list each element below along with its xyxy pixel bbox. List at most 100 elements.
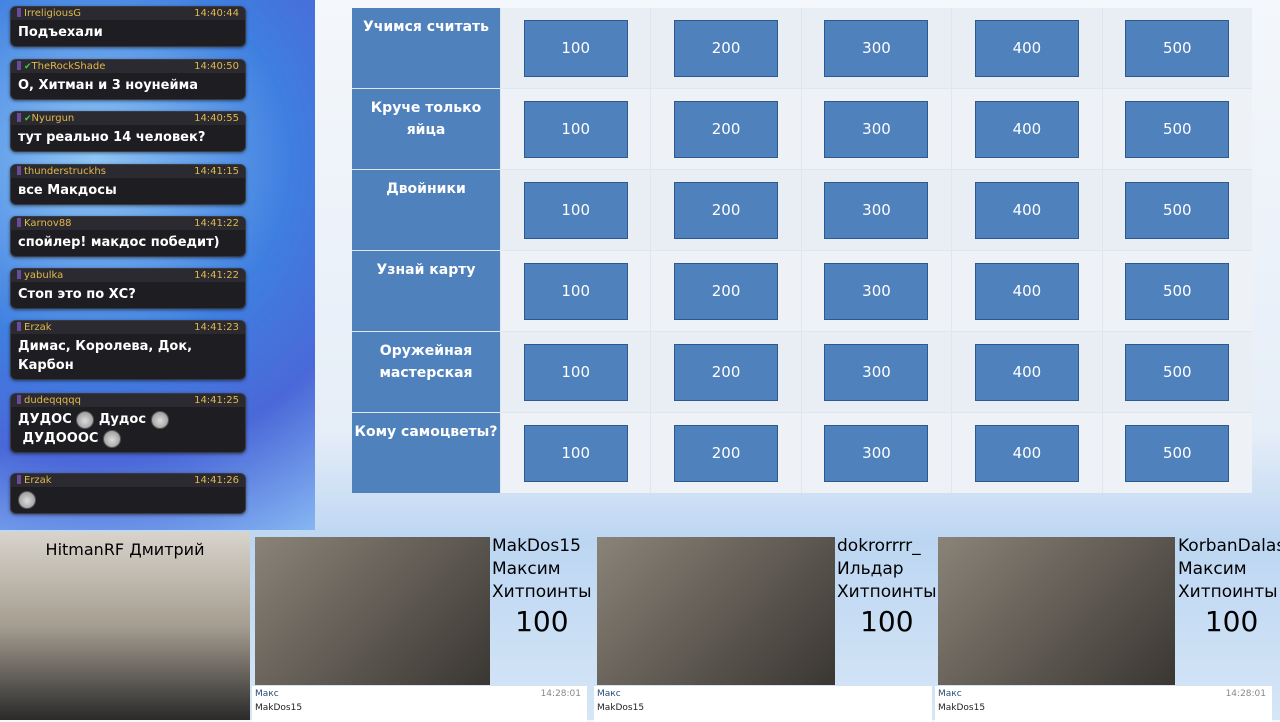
chat-username: ✔TheRockShade <box>17 61 105 72</box>
board-cell: 300 <box>801 251 952 331</box>
question-button[interactable]: 500 <box>1125 424 1230 482</box>
score-label: Хитпоинты <box>837 582 937 602</box>
question-button[interactable]: 300 <box>824 424 929 482</box>
question-button[interactable]: 400 <box>974 19 1079 77</box>
chat-username: thunderstruckhs <box>17 166 106 177</box>
question-button[interactable]: 200 <box>674 181 779 239</box>
player-webcam <box>597 537 835 685</box>
emote-icon <box>18 490 36 509</box>
chat-username: yabulka <box>17 270 63 281</box>
chat-message: thunderstruckhs 14:41:15 все Макдосы <box>10 164 246 205</box>
host-webcam: HitmanRF Дмитрий <box>0 532 250 720</box>
board-cell: 400 <box>952 8 1102 88</box>
score-label: Хитпоинты <box>492 582 592 602</box>
question-button[interactable]: 100 <box>523 19 628 77</box>
emote-icon <box>102 429 121 448</box>
board-cell: 200 <box>651 332 801 412</box>
category-label: Круче только яйца <box>352 89 500 169</box>
message-text: ДУДОС <box>18 412 72 427</box>
question-button[interactable]: 400 <box>974 181 1079 239</box>
question-button[interactable]: 500 <box>1125 181 1230 239</box>
question-button[interactable]: 400 <box>974 343 1079 401</box>
board-cell: 400 <box>952 332 1102 412</box>
board-cell: 200 <box>651 170 801 250</box>
category-label: Учимся считать <box>352 8 500 88</box>
board-cell: 100 <box>501 8 651 88</box>
board-cell: 500 <box>1102 251 1252 331</box>
player-nick: KorbanDalas <box>1178 536 1280 556</box>
board-cell: 100 <box>501 413 651 493</box>
question-button[interactable]: 500 <box>1125 19 1230 77</box>
chat-username: Erzak <box>17 322 52 333</box>
question-button[interactable]: 500 <box>1125 262 1230 320</box>
question-button[interactable]: 300 <box>824 262 929 320</box>
message-text: все Макдосы <box>18 183 117 198</box>
question-button[interactable]: 100 <box>523 100 628 158</box>
question-button[interactable]: 200 <box>674 343 779 401</box>
chat-time: 14:41:23 <box>194 322 239 333</box>
category-label: Кому самоцветы? <box>352 413 500 493</box>
player-name: Максим <box>492 559 561 579</box>
question-button[interactable]: 300 <box>824 181 929 239</box>
board-cell: 100 <box>501 251 651 331</box>
board-cell: 200 <box>651 8 801 88</box>
question-button[interactable]: 100 <box>523 424 628 482</box>
chat-username: IrreligiousG <box>17 8 81 19</box>
board-cell: 500 <box>1102 413 1252 493</box>
board-cell: 300 <box>801 332 952 412</box>
category-label: Оружейная мастерская <box>352 332 500 412</box>
question-button[interactable]: 100 <box>523 262 628 320</box>
player-score: 100 <box>1204 605 1259 638</box>
question-button[interactable]: 400 <box>974 424 1079 482</box>
board-cell: 100 <box>501 332 651 412</box>
chat-time: 14:41:15 <box>194 166 239 177</box>
chat-time: 14:41:26 <box>194 475 239 486</box>
category-label: Двойники <box>352 170 500 250</box>
message-text: ДУДОООС <box>22 431 99 446</box>
board-cell: 300 <box>801 170 952 250</box>
question-button[interactable]: 200 <box>674 262 779 320</box>
message-text: Дудос <box>98 412 147 427</box>
question-button[interactable]: 200 <box>674 424 779 482</box>
message-text: спойлер! макдос победит) <box>18 235 220 250</box>
question-button[interactable]: 100 <box>523 181 628 239</box>
board-cell: 200 <box>651 89 801 169</box>
board-cell: 300 <box>801 8 952 88</box>
board-cell: 400 <box>952 251 1102 331</box>
board-cell: 300 <box>801 89 952 169</box>
question-button[interactable]: 200 <box>674 19 779 77</box>
board-cell: 400 <box>952 413 1102 493</box>
check-badge-icon: ✔ <box>24 62 32 72</box>
question-button[interactable]: 400 <box>974 100 1079 158</box>
question-button[interactable]: 400 <box>974 262 1079 320</box>
chat-time: 14:40:50 <box>194 61 239 72</box>
question-button[interactable]: 500 <box>1125 100 1230 158</box>
chat-time: 14:41:25 <box>194 395 239 406</box>
board-cell: 500 <box>1102 170 1252 250</box>
player-score: 100 <box>515 605 569 638</box>
category-label: Узнай карту <box>352 251 500 331</box>
question-button[interactable]: 300 <box>824 19 929 77</box>
emote-icon <box>76 410 95 429</box>
check-badge-icon: ✔ <box>24 114 32 124</box>
question-button[interactable]: 300 <box>824 343 929 401</box>
message-text: О, Хитман и 3 ноунейма <box>18 78 198 93</box>
question-button[interactable]: 100 <box>523 343 628 401</box>
message-text: Подъехали <box>18 25 103 40</box>
host-name: HitmanRF Дмитрий <box>45 540 205 559</box>
question-button[interactable]: 200 <box>674 100 779 158</box>
question-button[interactable]: 300 <box>824 100 929 158</box>
question-button[interactable]: 500 <box>1125 343 1230 401</box>
board-cell: 500 <box>1102 8 1252 88</box>
player-nick: dokrorrrr_ <box>837 536 921 556</box>
message-text: тут реально 14 человек? <box>18 130 206 145</box>
chat-time: 14:40:44 <box>194 8 239 19</box>
